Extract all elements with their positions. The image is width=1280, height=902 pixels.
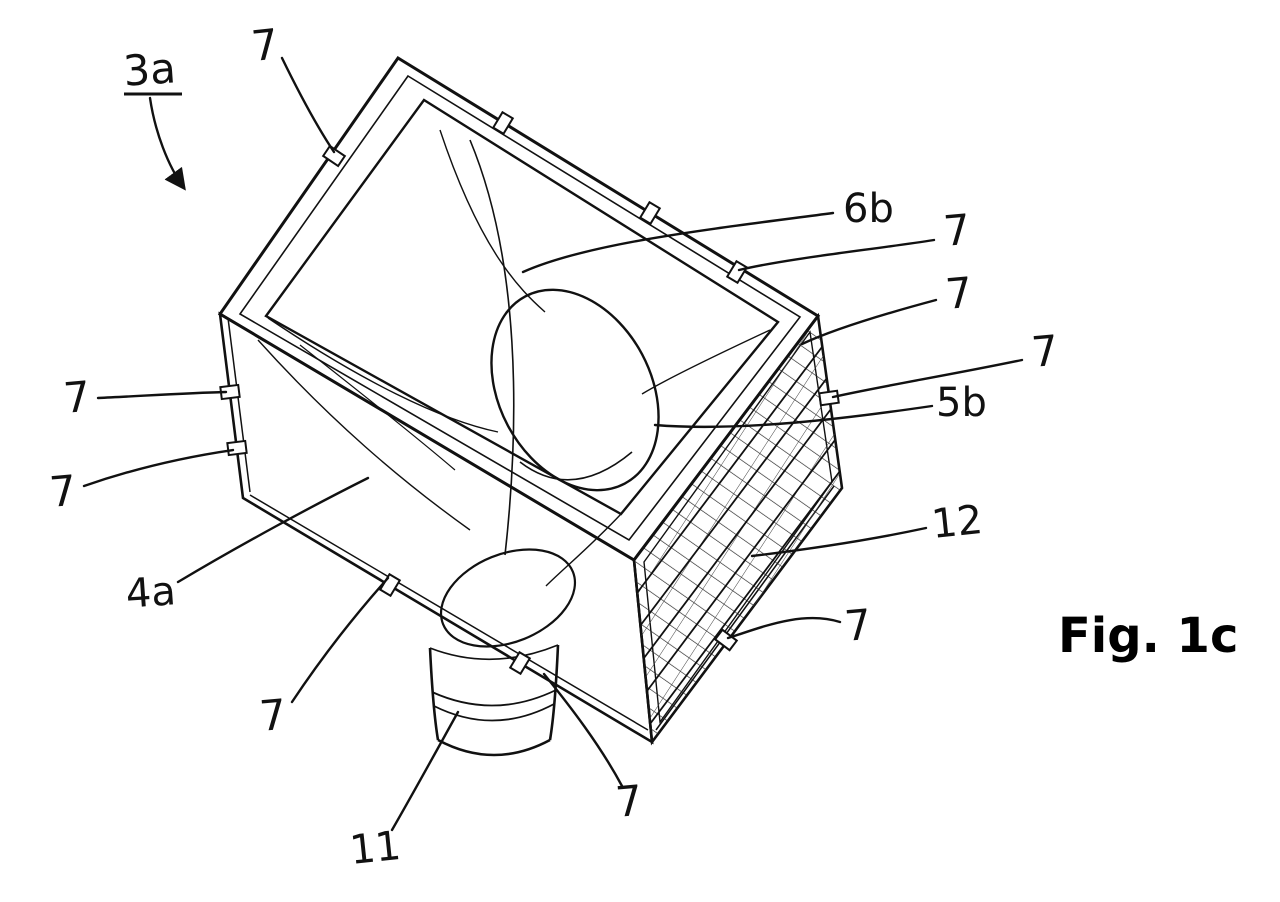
leader-7-b1	[290, 576, 390, 704]
ref-label-7-b1: 7	[258, 690, 289, 741]
leader-11	[390, 710, 460, 832]
leader-lines	[82, 56, 1024, 832]
leader-7-l1	[96, 390, 228, 400]
leader-7-top	[280, 56, 336, 154]
clip-tab	[818, 389, 840, 407]
ref-label-3a: 3a	[122, 43, 178, 96]
ref-label-6b: 6b	[843, 186, 894, 232]
ref-label-7-r4: 7	[843, 600, 874, 651]
leader-7-b2	[542, 672, 624, 788]
bottom-outlet-oval	[439, 548, 577, 648]
clip-tab	[508, 650, 532, 676]
ref-label-12: 12	[929, 497, 984, 548]
ref-label-7-r2: 7	[944, 268, 975, 319]
housing-interior	[267, 129, 771, 648]
stub-rib	[433, 703, 555, 722]
ref-label-7-r1: 7	[942, 205, 973, 256]
stub-rib	[431, 689, 557, 707]
clip-tab	[321, 144, 347, 168]
clip-tab	[713, 628, 739, 652]
leader-7-r3	[831, 358, 1024, 399]
clip-tab	[226, 439, 248, 457]
leader-7-l2	[82, 448, 235, 488]
clip-tab	[638, 200, 662, 226]
leader-4a	[176, 476, 370, 584]
inlet-opening-oval	[490, 288, 660, 492]
leader-7-r1	[737, 238, 936, 272]
figure-caption: Fig. 1c	[1058, 608, 1238, 664]
louver-panel	[632, 312, 844, 746]
ref-label-7-r3: 7	[1030, 326, 1061, 377]
leader-12	[750, 526, 928, 558]
leader-7-r4	[726, 616, 842, 640]
clip-tab	[491, 110, 515, 136]
clip-tab	[725, 259, 749, 285]
ref-label-5b: 5b	[936, 380, 987, 426]
ref-label-4a: 4a	[124, 568, 177, 617]
ref-label-11: 11	[348, 823, 403, 874]
leader-6b	[521, 211, 835, 274]
leader-5b	[653, 404, 934, 429]
ref-label-7-top: 7	[249, 19, 281, 71]
reference-labels: 3a 7 6b 7 7 7 5b 12 7 7 7 4a 7 7 11	[48, 19, 1061, 874]
leader-7-r2	[800, 298, 938, 346]
top-opening-edge	[264, 98, 780, 516]
ref-label-7-l2: 7	[48, 466, 79, 517]
outlet-stub	[428, 644, 560, 757]
ref-label-7-b2: 7	[614, 776, 645, 827]
ref-label-7-l1: 7	[62, 372, 93, 423]
arrow-3a	[148, 96, 186, 191]
